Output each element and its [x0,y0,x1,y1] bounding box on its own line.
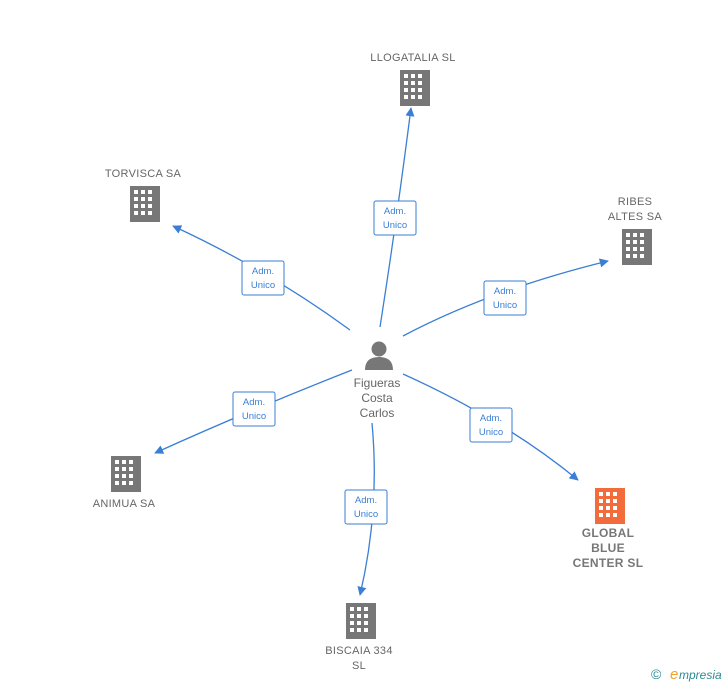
relation-line1: Adm. [252,266,274,277]
relation-line2: Unico [354,509,378,520]
relation-line2: Unico [383,220,407,231]
relation-line1: Adm. [480,413,502,424]
company-node-llogatalia[interactable]: LLOGATALIA SL [370,52,455,106]
company-label-line3: CENTER SL [573,556,644,570]
company-label-line1: RIBES [618,196,653,208]
building-icon [595,488,625,524]
relation-line2: Unico [251,280,275,291]
empresia-watermark: © e mpresia [651,666,722,683]
person-name-line3: Carlos [360,406,395,420]
building-icon [111,456,141,492]
copyright-symbol: © [651,666,662,682]
company-node-ribes[interactable]: RIBES ALTES SA [608,196,663,265]
building-icon [130,186,160,222]
relation-label-llogatalia: Adm. Unico [373,200,417,236]
company-node-biscaia[interactable]: BISCAIA 334 SL [325,603,393,672]
person-name-line2: Costa [361,391,393,405]
company-node-global-blue[interactable]: GLOBAL BLUE CENTER SL [573,488,644,570]
company-label-line1: GLOBAL [582,526,634,540]
relation-line1: Adm. [384,206,406,217]
person-icon [365,341,393,370]
company-node-animua[interactable]: ANIMUA SA [93,456,156,510]
building-icon [622,229,652,265]
relation-label-animua: Adm. Unico [232,391,276,427]
company-label: LLOGATALIA SL [370,52,455,64]
building-icon [346,603,376,639]
relation-line1: Adm. [243,397,265,408]
relation-label-ribes: Adm. Unico [483,280,527,316]
relation-label-torvisca: Adm. Unico [241,260,285,296]
company-label-line2: SL [352,660,366,672]
relation-label-global-blue: Adm. Unico [469,407,513,443]
building-icon [400,70,430,106]
company-label: ANIMUA SA [93,498,156,510]
relation-line2: Unico [493,300,517,311]
relation-line1: Adm. [494,286,516,297]
relation-line2: Unico [242,411,266,422]
company-label: TORVISCA SA [105,168,182,180]
brand-name: mpresia [679,668,722,682]
brand-initial: e [670,666,678,683]
relation-line1: Adm. [355,495,377,506]
person-name-line1: Figueras [354,376,401,390]
relation-label-biscaia: Adm. Unico [344,489,388,525]
company-label-line1: BISCAIA 334 [325,645,393,657]
company-node-torvisca[interactable]: TORVISCA SA [105,168,182,222]
company-label-line2: ALTES SA [608,211,663,223]
company-label-line2: BLUE [591,541,625,555]
relation-line2: Unico [479,427,503,438]
person-node[interactable]: Figueras Costa Carlos [354,341,401,421]
